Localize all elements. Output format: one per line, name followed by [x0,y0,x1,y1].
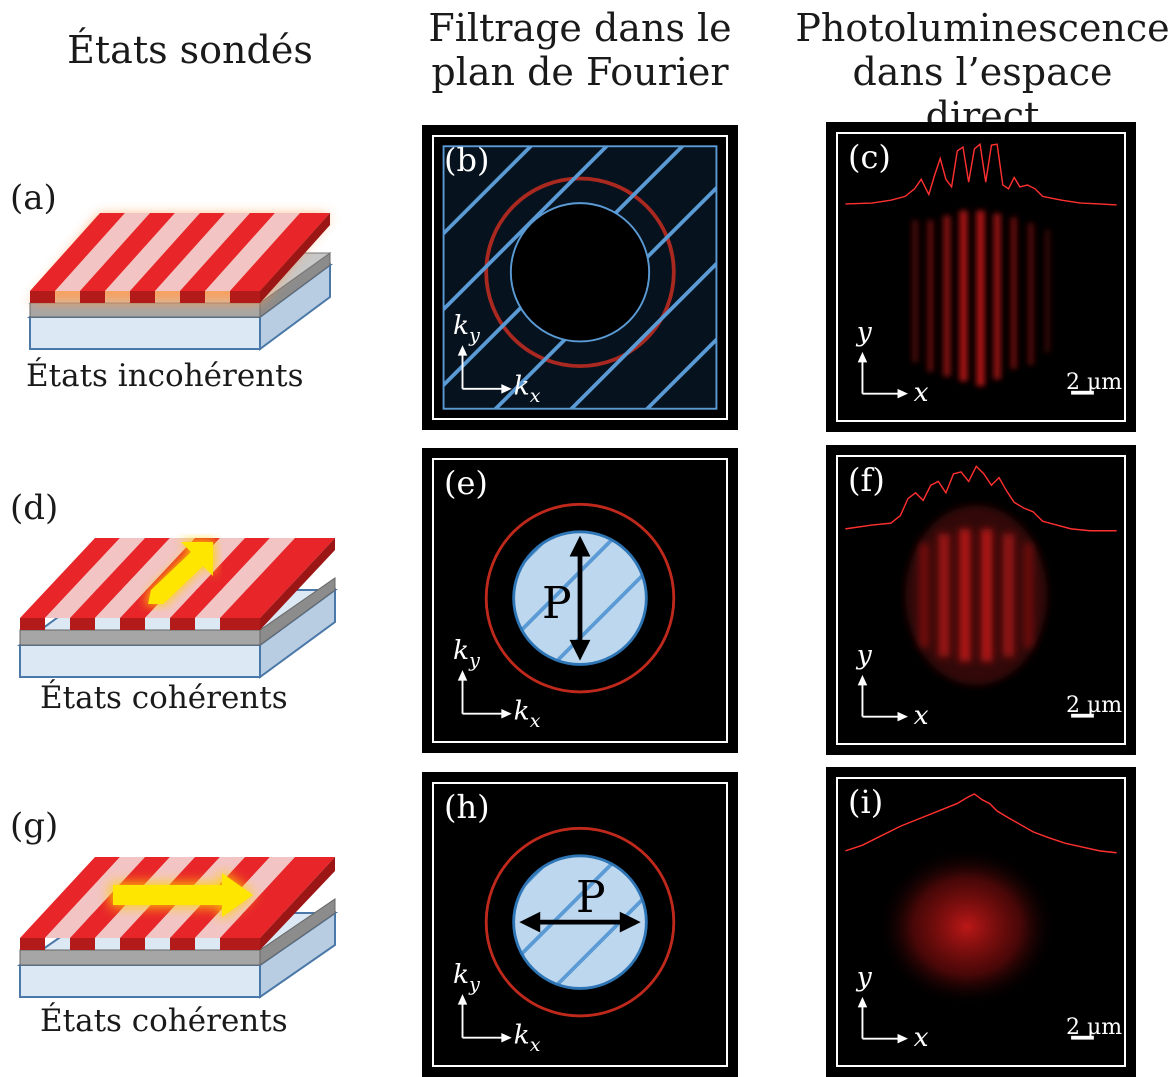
svg-text:kx: kx [514,695,541,732]
realspace-panel-f: (f) y x 2 µm [826,445,1136,755]
pl-image-f [845,465,1117,686]
panel-label-i: (i) [848,783,884,821]
polarization-label-h: P [576,872,606,923]
svg-text:ky: ky [453,310,480,347]
panel-label-e: (e) [444,464,488,502]
stripe-group [30,213,330,303]
scale-bar-label-c: 2 µm [1066,370,1123,395]
caption-incoherent-states: États incohérents [26,358,304,394]
k-axes-e: ky kx [453,635,541,732]
device-schematic-incoherent [26,213,334,351]
caption-coherent-states-1: États cohérents [40,680,288,716]
svg-text:y: y [856,640,873,671]
pl-image-i [845,793,1117,1008]
row-label-a: (a) [10,178,57,218]
coherent-flow-arrow [110,870,255,920]
panel-label-c: (c) [848,138,891,176]
column-title-real-space-pl: Photoluminescence dans l’espace direct [795,6,1170,138]
xy-axes-f: y x [856,640,1094,731]
svg-text:x: x [914,377,929,408]
svg-text:y: y [856,962,873,993]
scale-bar-label-i: 2 µm [1066,1015,1123,1040]
pl-image-c [845,142,1117,387]
fourier-image-e [484,502,676,694]
device-schematic-coherent-vertical [16,538,339,679]
fourier-panel-h: (h) P ky kx [422,772,738,1077]
k-axes-b: ky kx [453,310,541,408]
svg-text:x: x [914,1022,929,1053]
svg-text:y: y [856,317,873,348]
panel-label-f: (f) [848,461,885,499]
coherent-flow-arrow [145,540,215,605]
panel-label-b: (b) [444,141,490,179]
svg-text:kx: kx [514,1019,541,1056]
fourier-panel-e: (e) P ky kx [422,448,738,753]
polarization-label-e: P [542,578,572,629]
svg-text:ky: ky [453,635,480,672]
device-schematic-coherent-horizontal [16,857,339,999]
fourier-panel-b: (b) ky kx [422,125,738,430]
column-title-probed-states: États sondés [67,28,313,72]
k-axes-h: ky kx [453,959,541,1056]
column-title-fourier-filtering: Filtrage dans le plan de Fourier [428,6,732,94]
fourier-image-b [442,145,718,410]
row-label-g: (g) [10,806,59,846]
scale-bar-label-f: 2 µm [1066,693,1123,718]
caption-coherent-states-2: États cohérents [40,1003,288,1039]
panel-label-h: (h) [444,788,490,826]
xy-axes-c: y x [856,317,1094,408]
realspace-panel-i: (i) y x 2 µm [826,767,1136,1077]
xy-axes-i: y x [856,962,1094,1053]
svg-text:ky: ky [453,959,480,996]
fourier-image-h [484,826,676,1018]
realspace-panel-c: (c) y x 2 µm [826,122,1136,432]
svg-text:kx: kx [514,371,541,408]
row-label-d: (d) [10,488,59,528]
svg-text:x: x [914,700,929,731]
